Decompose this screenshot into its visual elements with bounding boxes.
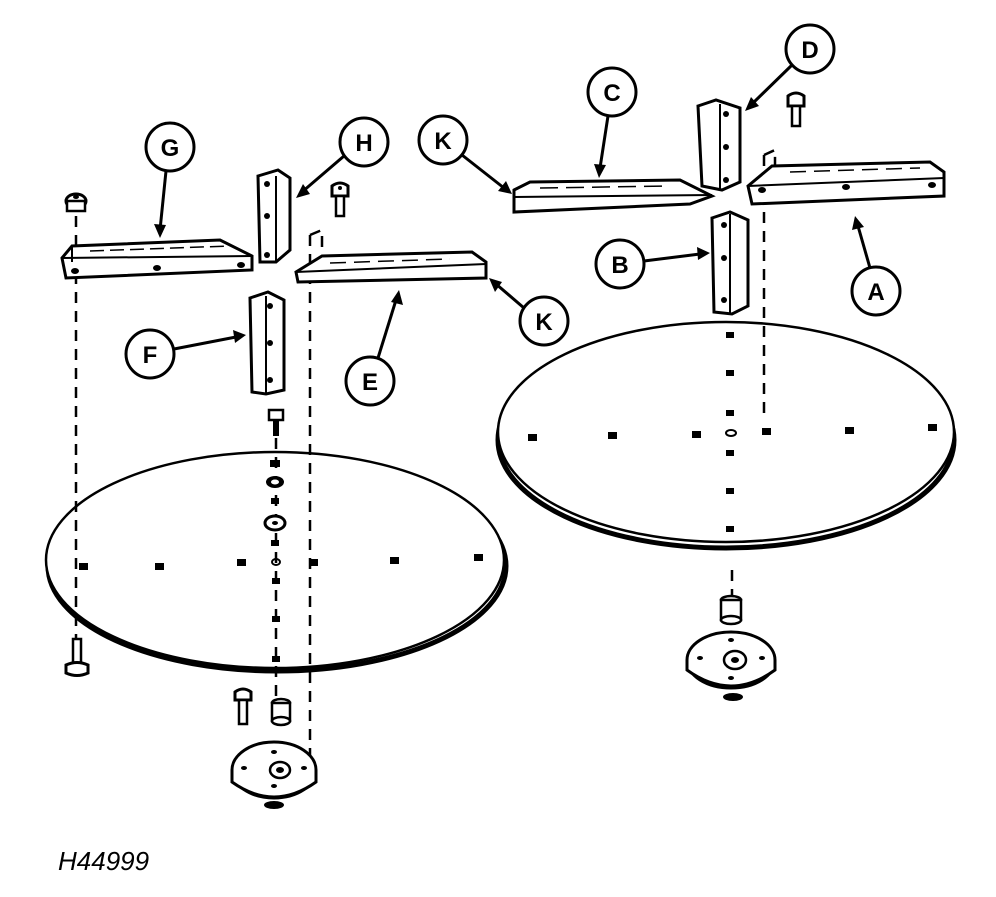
right-top-bolt (786, 91, 806, 128)
callout-c: C (586, 66, 638, 178)
bracket-a (746, 160, 946, 206)
callout-h-label: H (355, 130, 372, 157)
left-assembly (44, 168, 509, 809)
left-lower-bolt (64, 637, 90, 677)
callout-a-label: A (867, 279, 884, 306)
bracket-f (248, 290, 286, 396)
right-base-hub (685, 630, 777, 701)
left-top-nut (64, 192, 88, 213)
callout-g-label: G (161, 135, 180, 162)
bracket-d (696, 98, 742, 192)
figure-id: H44999 (58, 846, 150, 876)
callout-g: G (144, 121, 196, 238)
left-bottom-bolt (233, 687, 253, 726)
callout-k-lower-label: K (535, 309, 553, 336)
callout-b: B (594, 238, 710, 290)
callout-e: E (344, 290, 403, 407)
bracket-b (710, 210, 750, 316)
callout-h: H (296, 116, 390, 198)
callouts: G H F E K (124, 23, 902, 407)
callout-f: F (124, 328, 246, 380)
callout-k-upper-label: K (434, 128, 452, 155)
right-disk (495, 320, 957, 551)
callout-f-label: F (143, 342, 158, 369)
bracket-g (60, 238, 254, 280)
callout-c-label: C (603, 80, 620, 107)
bracket-h (256, 168, 292, 264)
left-bottom-spacer (270, 697, 292, 727)
right-assembly (495, 91, 957, 701)
callout-d-label: D (801, 37, 818, 64)
callout-k-upper: K (417, 114, 512, 194)
right-bottom-spacer (719, 594, 743, 626)
bracket-c (512, 178, 716, 214)
callout-d: D (745, 23, 836, 111)
left-base-hub (230, 740, 318, 809)
callout-k-lower: K (489, 278, 570, 347)
left-top-bolt (330, 181, 350, 218)
left-fastener-stack (263, 408, 287, 546)
callout-a: A (850, 216, 902, 317)
callout-e-label: E (362, 369, 378, 396)
callout-b-label: B (611, 252, 628, 279)
bracket-e (294, 250, 488, 284)
